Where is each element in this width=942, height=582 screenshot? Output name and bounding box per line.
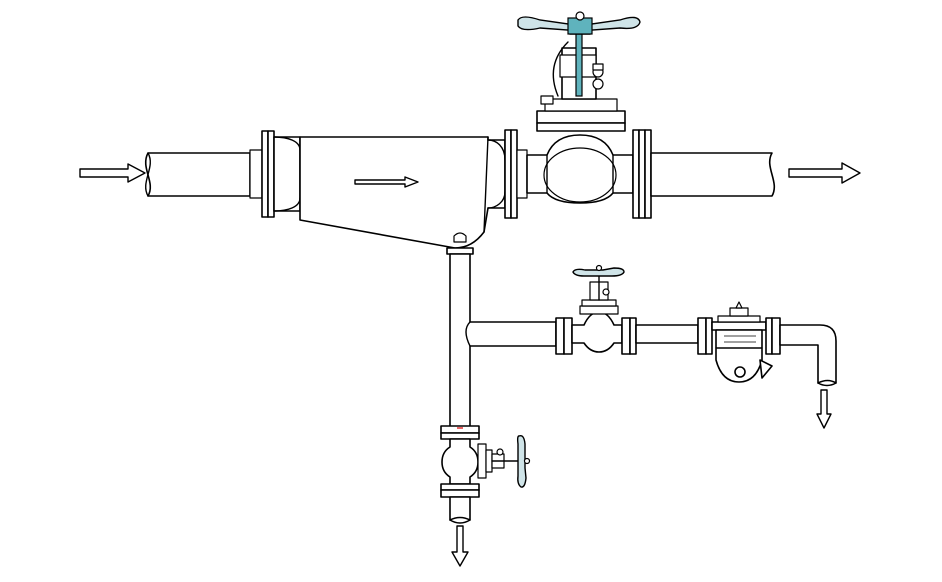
- trap-outlet-pipe: [765, 317, 837, 387]
- outlet-flow-arrow: [788, 162, 861, 184]
- drain-branch-pipe: [446, 247, 557, 429]
- bypass-globe-valve[interactable]: [555, 264, 637, 355]
- bottom-blowdown-valve[interactable]: [440, 425, 531, 498]
- trap-discharge-arrow: [816, 389, 832, 429]
- blowdown-valve-handwheel[interactable]: [516, 434, 531, 488]
- trap-inlet-pipe: [635, 317, 713, 355]
- outlet-flange: [632, 129, 652, 219]
- blowdown-outlet-pipe: [449, 496, 471, 524]
- inlet-flange: [249, 130, 301, 218]
- blowdown-flow-arrow: [451, 525, 469, 567]
- separator-flow-arrow: [354, 176, 419, 188]
- steam-trap[interactable]: [711, 301, 773, 383]
- steam-separator: [299, 136, 506, 249]
- outlet-pipe: [650, 152, 776, 197]
- separator-outlet-flange: [504, 129, 528, 219]
- main-valve-handwheel[interactable]: [517, 11, 641, 35]
- inlet-flow-arrow: [79, 163, 146, 183]
- main-globe-valve[interactable]: [517, 11, 641, 204]
- bypass-valve-handwheel[interactable]: [572, 264, 625, 277]
- inlet-pipe: [144, 152, 251, 197]
